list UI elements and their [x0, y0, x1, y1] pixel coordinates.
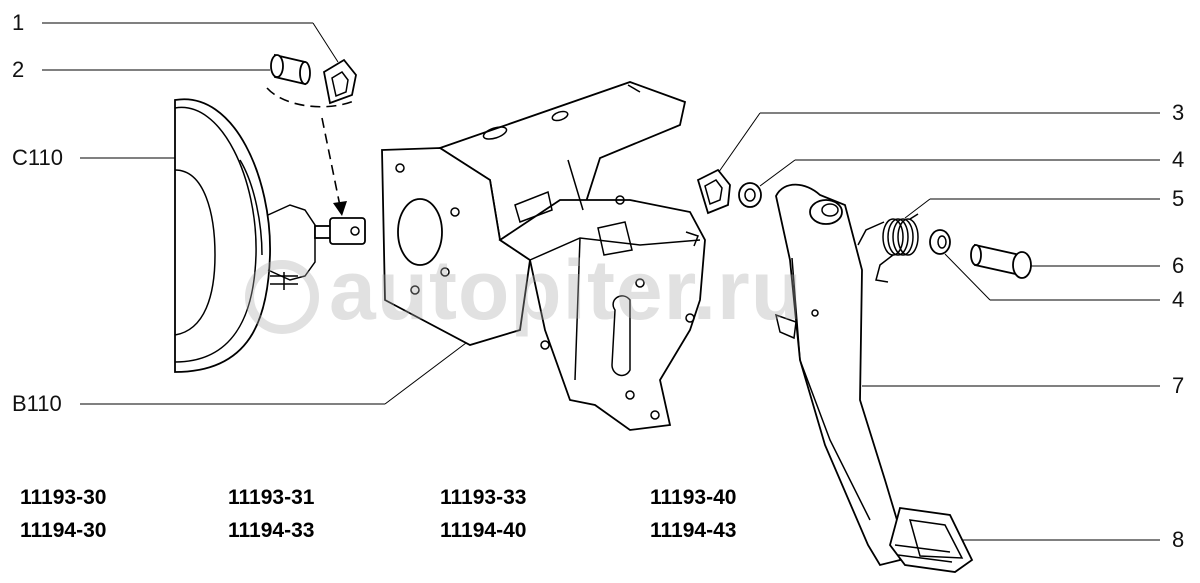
watermark: autopiter.ru	[245, 248, 803, 334]
model-code: 11193-31	[228, 486, 315, 509]
assembly-path	[266, 87, 357, 216]
callout-5: 5	[1172, 186, 1185, 211]
callout-3: 3	[1172, 100, 1185, 125]
model-code: 11194-40	[440, 519, 527, 542]
callout-b110: B110	[12, 391, 62, 416]
pedal-bracket	[381, 81, 706, 431]
callout-c110: C110	[12, 145, 63, 170]
clip-1	[322, 58, 357, 105]
model-code: 11194-33	[228, 519, 315, 542]
callout-7: 7	[1172, 373, 1185, 398]
watermark-text: autopiter.ru	[329, 243, 804, 337]
callout-4b: 4	[1172, 287, 1185, 312]
pin-2	[270, 53, 311, 86]
clip-3	[696, 168, 731, 215]
model-code: 11194-30	[20, 519, 107, 542]
bushing-4b	[929, 229, 951, 255]
model-code: 11194-43	[650, 519, 737, 542]
brake-pedal-7	[774, 183, 974, 573]
watermark-logo-icon	[245, 259, 319, 334]
callout-6: 6	[1172, 253, 1185, 278]
leader-lines	[42, 22, 1160, 541]
callout-8: 8	[1172, 527, 1185, 552]
model-code: 11193-30	[20, 486, 107, 509]
callout-4a: 4	[1172, 147, 1185, 172]
callout-2: 2	[12, 57, 25, 82]
callout-1: 1	[12, 10, 25, 35]
pin-6	[970, 243, 1032, 279]
bushing-4a	[738, 182, 762, 208]
model-code: 11193-40	[650, 486, 737, 509]
spring-5	[857, 213, 919, 283]
model-code: 11193-33	[440, 486, 527, 509]
